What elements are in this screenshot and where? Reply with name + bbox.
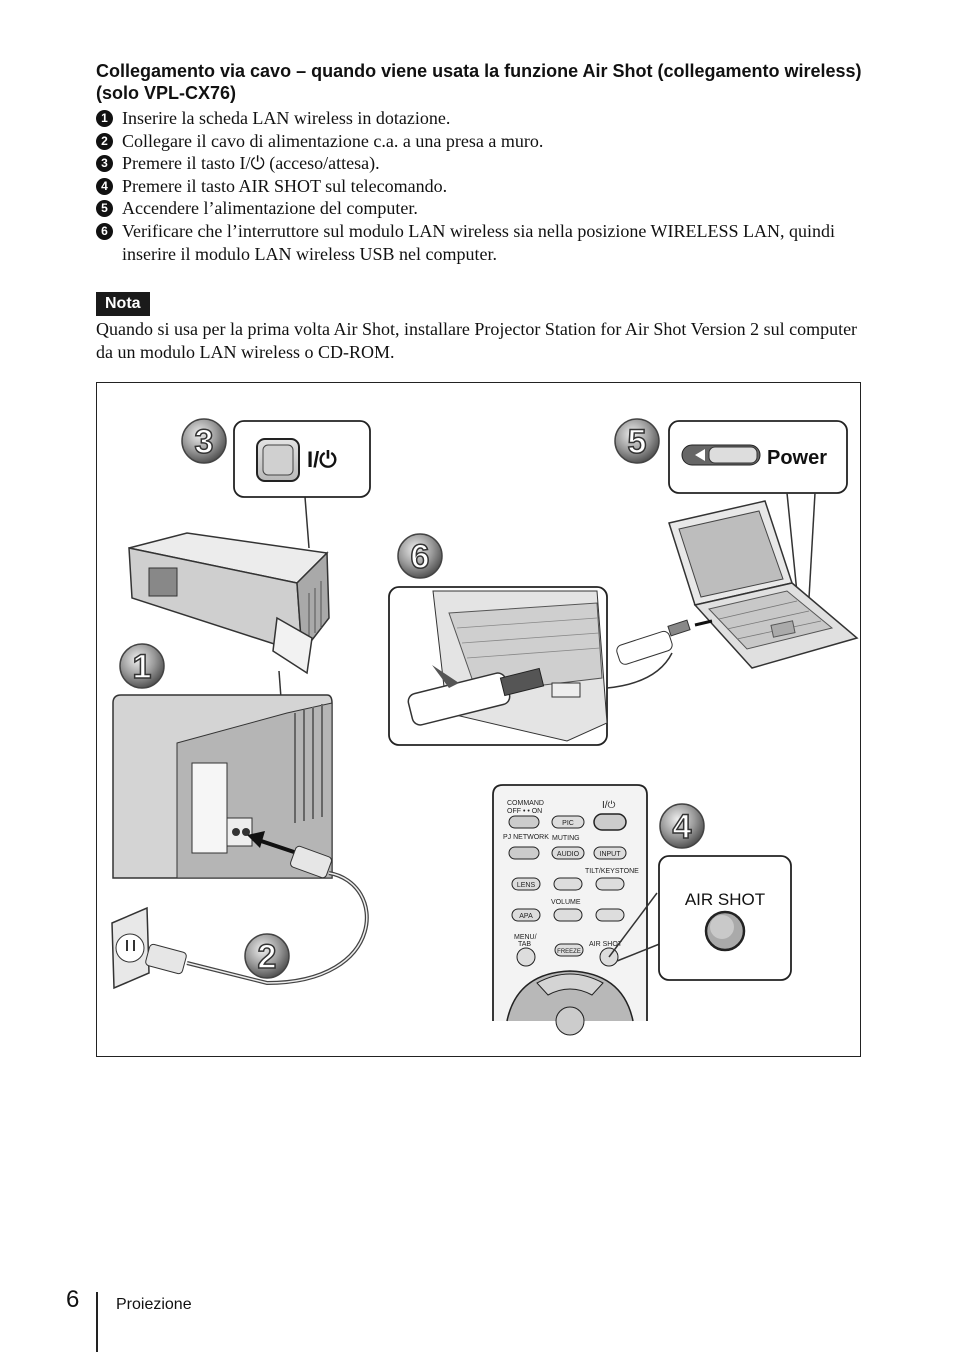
power-symbol-label: I/⏻ xyxy=(307,447,337,472)
step-badge-4: 4 xyxy=(659,803,705,849)
footer-divider xyxy=(96,1292,98,1352)
connection-illustration: I/⏻ Power xyxy=(96,382,861,1057)
remote-lens-label: LENS xyxy=(517,882,536,889)
step-item: 5 Accendere l’alimentazione del computer. xyxy=(96,197,876,220)
remote-menu-label: MENU/ xyxy=(514,934,537,941)
usb-insert-callout xyxy=(388,586,673,746)
remote-apa-label: APA xyxy=(519,913,533,920)
projector-illustration xyxy=(128,532,330,675)
step-badge-5: 5 xyxy=(614,418,660,464)
remote-command-label: COMMAND xyxy=(507,800,544,807)
badge-3-label: 3 xyxy=(195,423,214,461)
air-shot-callout: AIR SHOT xyxy=(658,855,792,981)
projector-side-closeup xyxy=(112,694,333,879)
step-item: 3 Premere il tasto I/⏻ (acceso/attesa). xyxy=(96,152,876,175)
step-number: 1 xyxy=(96,110,113,127)
remote-muting-label: MUTING xyxy=(552,835,580,842)
badge-6-label: 6 xyxy=(411,538,430,576)
page-number: 6 xyxy=(66,1286,80,1313)
remote-tab-label: TAB xyxy=(518,941,531,948)
step-text: Verificare che l’interruttore sul modulo… xyxy=(122,220,835,264)
remote-pj-network-label: PJ NETWORK xyxy=(503,834,549,841)
step-badge-6: 6 xyxy=(397,533,443,579)
remote-control-illustration: COMMAND OFF • • ON I/⏻ PIC PJ NETWORK MU… xyxy=(492,784,648,1036)
note-text: Quando si usa per la prima volta Air Sho… xyxy=(96,319,858,362)
remote-audio-label: AUDIO xyxy=(557,851,580,858)
illustration-svg: I/⏻ Power xyxy=(111,418,859,1036)
badge-5-label: 5 xyxy=(628,423,647,461)
step-badge-1: 1 xyxy=(119,643,165,689)
step-item: 4 Premere il tasto AIR SHOT sul telecoman… xyxy=(96,175,876,198)
laptop-illustration xyxy=(616,500,859,669)
badge-4-label: 4 xyxy=(673,808,692,846)
wall-outlet xyxy=(111,906,187,990)
remote-pic-label: PIC xyxy=(562,820,574,827)
step-text: Premere il tasto I/⏻ (acceso/attesa). xyxy=(122,153,380,174)
step-text: Premere il tasto AIR SHOT sul telecomand… xyxy=(122,175,448,196)
remote-freeze-label: FREEZE xyxy=(557,949,581,955)
remote-power-symbol: I/⏻ xyxy=(602,800,616,811)
power-label: Power xyxy=(767,447,827,469)
remote-input-label: INPUT xyxy=(600,851,622,858)
section-name: Proiezione xyxy=(116,1296,192,1313)
step-number: 4 xyxy=(96,177,113,195)
section-heading: Collegamento via cavo – quando viene usa… xyxy=(96,61,862,103)
note-label: Nota xyxy=(96,292,150,316)
remote-volume-label: VOLUME xyxy=(551,899,581,906)
step-number: 3 xyxy=(96,155,113,173)
step-text: Accendere l’alimentazione del computer. xyxy=(122,198,418,219)
step-item: 6 Verificare che l’interruttore sul modul… xyxy=(96,220,876,265)
step-item: 1 Inserire la scheda LAN wireless in dota… xyxy=(96,107,876,130)
step-text: Collegare il cavo di alimentazione c.a. … xyxy=(122,130,544,151)
step-item: 2 Collegare il cavo di alimentazione c.a.… xyxy=(96,130,876,153)
power-button-callout: I/⏻ xyxy=(233,420,371,498)
step-number: 6 xyxy=(96,222,113,240)
remote-off-on-label: OFF • • ON xyxy=(507,808,542,815)
step-number: 2 xyxy=(96,132,113,150)
step-badge-3: 3 xyxy=(181,418,227,464)
laptop-power-callout: Power xyxy=(668,420,848,494)
air-shot-label: AIR SHOT xyxy=(685,890,765,909)
remote-air-shot-label: AIR SHOT xyxy=(589,941,623,948)
badge-2-label: 2 xyxy=(258,938,277,976)
step-text: Inserire la scheda LAN wireless in dotaz… xyxy=(122,108,451,128)
badge-1-label: 1 xyxy=(133,648,152,686)
steps-list: 1 Inserire la scheda LAN wireless in dota… xyxy=(96,107,876,265)
remote-tilt-keystone-label: TILT/KEYSTONE xyxy=(585,868,639,875)
step-number: 5 xyxy=(96,200,113,218)
step-badge-2: 2 xyxy=(244,933,290,979)
